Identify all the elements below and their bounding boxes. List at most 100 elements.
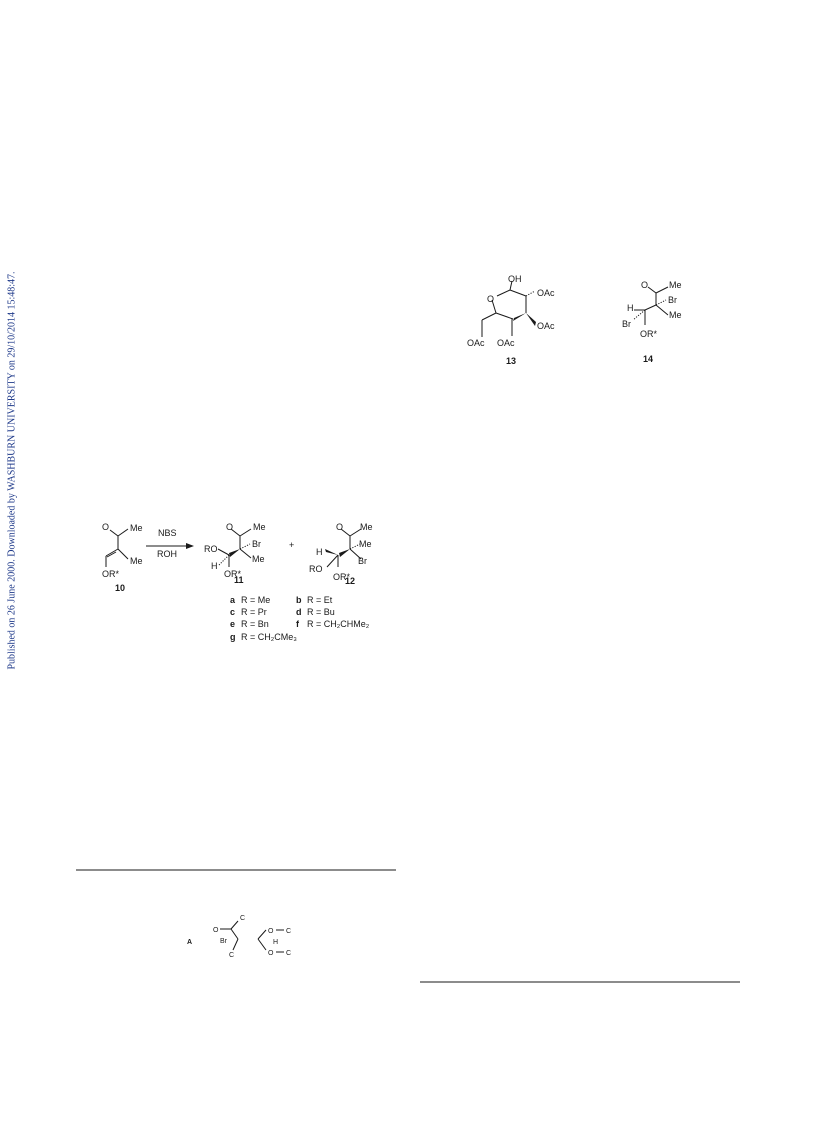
c12-ro-label: RO — [309, 564, 323, 574]
compound-11-structure — [217, 528, 252, 567]
c14-bond-c-me — [655, 286, 669, 294]
c10-me-label: Me — [130, 556, 143, 566]
fn-bond — [257, 929, 267, 940]
c12-br-label: Br — [358, 556, 367, 566]
c13-bond-c5-c6 — [481, 312, 497, 321]
c12-bold-bond-c3-c4 — [339, 549, 350, 557]
c14-br-label: Br — [668, 295, 677, 305]
fn-c-label: C — [286, 950, 291, 957]
c13-bond-c1-oh — [509, 280, 513, 291]
c11-ro-label: RO — [204, 544, 218, 554]
compound-number: 10 — [115, 583, 125, 593]
compound-14-structure — [634, 286, 669, 325]
c13-oac-label: OAc — [467, 338, 485, 348]
c12-hash-me — [349, 543, 361, 550]
c14-hash-br — [655, 299, 667, 306]
c10-o-label: O — [102, 522, 109, 532]
c11-h-label: H — [211, 561, 218, 571]
footnote-structure-a — [220, 920, 284, 953]
c10-bond-c-me — [117, 528, 129, 537]
fn-o-label: O — [268, 928, 274, 935]
c11-hash-br — [239, 543, 251, 550]
plus-sign: + — [289, 540, 294, 550]
r-group-list: a R = Me b R = Et c R = Pr d R = Bu e R … — [230, 595, 370, 642]
variant-text: R = CH₂CHMe₂ — [307, 619, 370, 629]
c12-bold-bond-h — [325, 549, 338, 555]
fn-bond — [257, 938, 267, 951]
compound-number: 13 — [506, 356, 516, 366]
c13-hash-c2-oac — [525, 290, 536, 297]
c14-bond-c3-me — [655, 304, 669, 316]
fn-c-label: C — [240, 915, 245, 922]
reagent-label: ROH — [157, 549, 177, 559]
c11-bond-c4-ro — [217, 548, 230, 556]
c12-bond-c3-br — [349, 548, 362, 560]
c11-me-label: Me — [252, 554, 265, 564]
c14-o-label: O — [641, 280, 648, 290]
c12-bond-c4-ro — [326, 554, 339, 568]
c12-o-label: O — [336, 522, 343, 532]
variant-letter: f — [296, 619, 300, 629]
c13-bond-c1-c2 — [509, 289, 527, 297]
fn-bond — [230, 928, 239, 940]
variant-text: R = CH₂CMe₃ — [241, 632, 297, 642]
c14-bond-c3-c4 — [644, 304, 657, 311]
compound-12-structure — [326, 528, 362, 568]
fn-c-label: C — [229, 952, 234, 959]
c11-hash-h — [218, 554, 230, 566]
variant-letter: e — [230, 619, 235, 629]
c13-oh-label: OH — [508, 274, 522, 284]
c11-bond-co — [230, 528, 241, 537]
fn-o-label: O — [268, 950, 274, 957]
c12-me-label: Me — [359, 539, 372, 549]
variant-letter: d — [296, 607, 302, 617]
variant-letter: c — [230, 607, 235, 617]
c12-bond-co — [340, 528, 351, 537]
footnote-label: A — [187, 939, 192, 946]
c14-hash-br — [632, 309, 646, 321]
c12-bond-c-me — [349, 528, 362, 537]
c13-oac-label: OAc — [537, 288, 555, 298]
fn-br-label: Br — [220, 938, 228, 945]
c14-br-label: Br — [622, 319, 631, 329]
c11-bond-c3-me — [239, 548, 252, 559]
c13-wedge-c3-oac — [526, 313, 536, 326]
compound-number: 11 — [234, 575, 244, 585]
c10-or-star-label: OR* — [102, 569, 120, 579]
c11-bond-c-me — [239, 528, 252, 537]
variant-text: R = Bn — [241, 619, 269, 629]
fn-bond — [230, 920, 239, 930]
c14-bond-co — [647, 286, 657, 294]
c12-or-star-label: OR* — [333, 572, 351, 582]
fn-h-label: H — [273, 939, 278, 946]
variant-text: R = Pr — [241, 607, 267, 617]
c13-oac-label: OAc — [537, 321, 555, 331]
variant-letter: g — [230, 632, 236, 642]
c12-me-label: Me — [360, 522, 373, 532]
compound-10-structure — [105, 528, 129, 567]
reagent-label: NBS — [158, 528, 177, 538]
c13-bold-bond-c3-c4 — [513, 313, 526, 321]
c11-br-label: Br — [252, 539, 261, 549]
c10-bond-c3-me — [117, 548, 129, 560]
reaction-arrow-head — [186, 543, 194, 549]
c10-double-bond — [105, 548, 119, 557]
c11-or-star-label: OR* — [224, 569, 242, 579]
c11-o-label: O — [226, 522, 233, 532]
c13-oac-label: OAc — [497, 338, 515, 348]
c14-h-label: H — [627, 303, 634, 313]
fn-o-label: O — [213, 927, 219, 934]
compound-number: 14 — [643, 354, 653, 364]
c13-ring-o-label: O — [487, 294, 494, 304]
variant-letter: a — [230, 595, 236, 605]
c13-bond-c5-o — [491, 299, 497, 314]
compound-number: 12 — [345, 576, 355, 586]
variant-letter: b — [296, 595, 302, 605]
c13-bond-o-c1 — [496, 289, 511, 297]
c13-bond-c4-c5 — [495, 312, 514, 320]
fn-bond — [232, 938, 239, 951]
c10-double-bond — [106, 551, 117, 558]
c11-me-label: Me — [253, 522, 266, 532]
fn-c-label: C — [286, 928, 291, 935]
c11-bold-bond-c3-c4 — [229, 549, 240, 557]
